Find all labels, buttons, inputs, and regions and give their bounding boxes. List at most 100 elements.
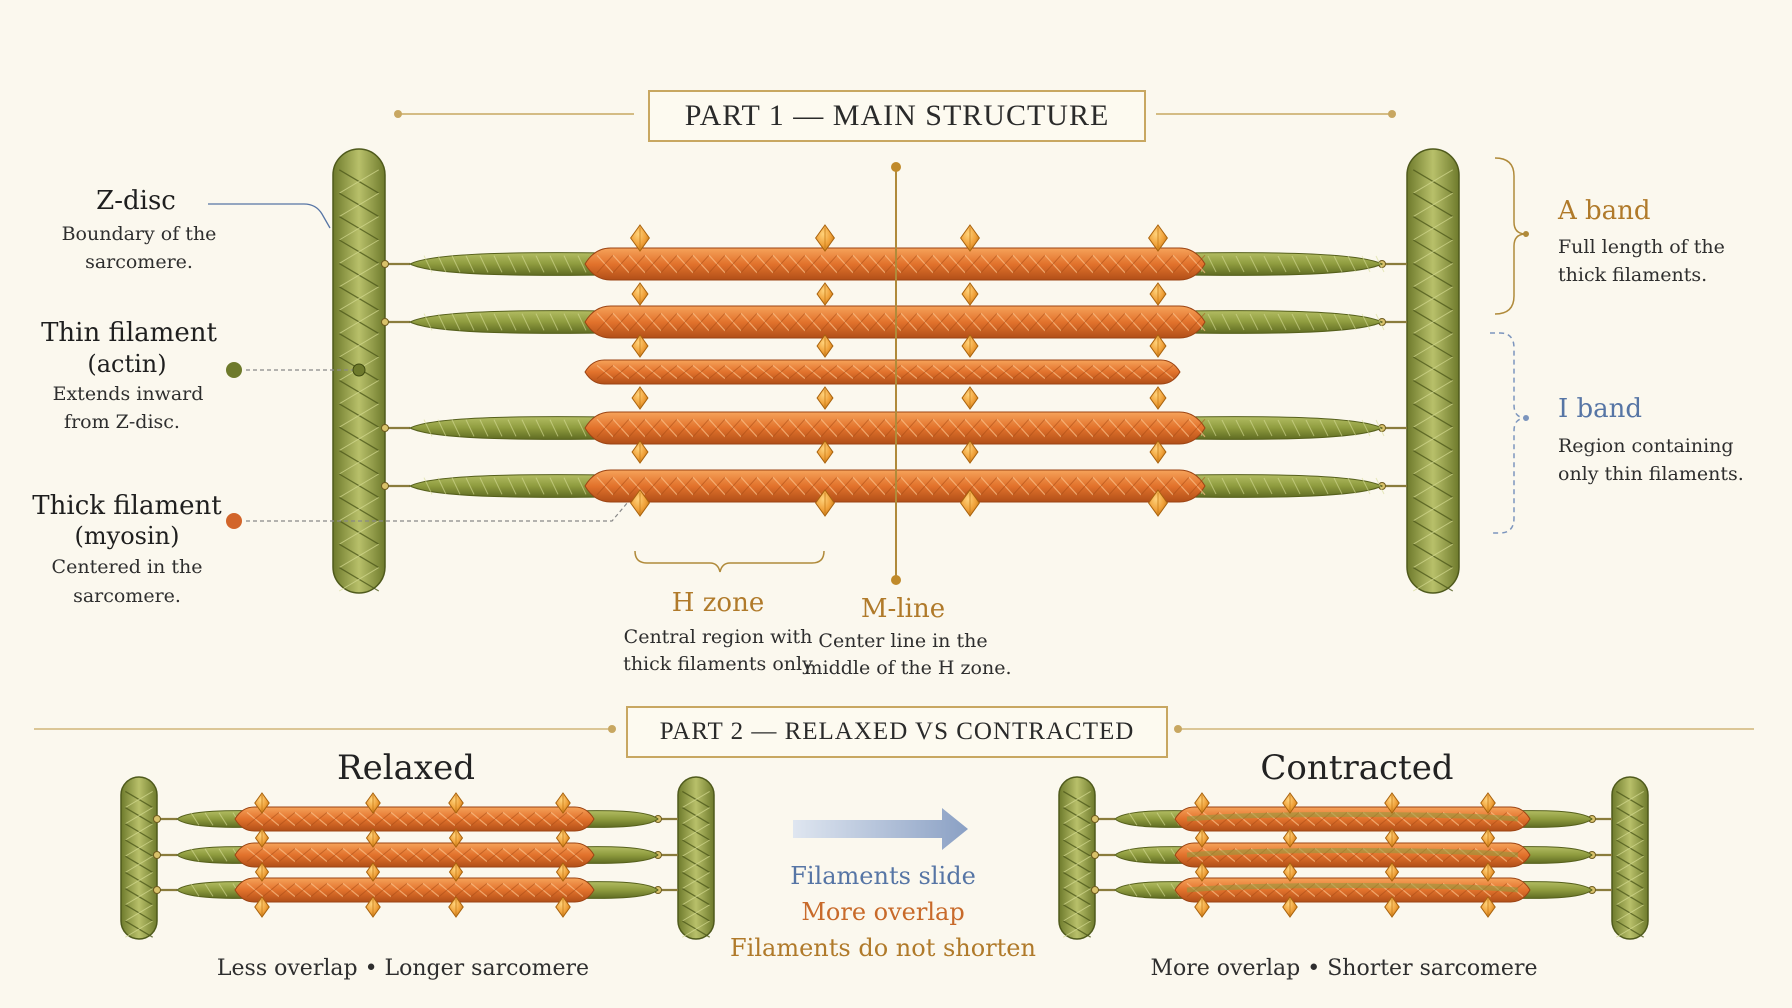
actin-strand: [549, 313, 559, 331]
myosin-strand: [644, 418, 662, 438]
actin-overlap: [1186, 883, 1519, 893]
actin-overlap: [1186, 812, 1519, 822]
myosin-strand: [1124, 312, 1142, 332]
myosin-strand: [470, 812, 488, 826]
actin-strand: [1347, 419, 1357, 437]
myosin-strand: [1012, 418, 1030, 438]
myosin-strand: [1172, 476, 1190, 496]
myosin-strand: [1458, 848, 1476, 862]
myosin-strand: [724, 476, 742, 496]
actin-strand: [535, 313, 545, 331]
z-disc-leader: [208, 203, 331, 229]
z-disc-strand: [1412, 543, 1454, 569]
connector-knob: [153, 815, 161, 823]
thick-filament: [1174, 842, 1531, 868]
myosin-strand: [916, 476, 934, 496]
myosin-strand: [900, 254, 918, 274]
myosin-strand: [964, 418, 982, 438]
actin-strand: [1291, 255, 1301, 273]
myosin-strand: [692, 254, 710, 274]
myosin-strand: [1156, 312, 1174, 332]
myosin-strand: [900, 365, 918, 379]
z-disc-strand: [682, 839, 710, 857]
z-disc-strand: [1412, 309, 1454, 335]
myosin-strand: [868, 312, 886, 332]
myosin-strand: [692, 418, 710, 438]
actin-strand: [507, 255, 517, 273]
z-disc: [677, 776, 715, 940]
z-disc-strand: [1412, 520, 1454, 545]
myosin-strand: [358, 848, 376, 862]
thick-filament-subtitle: (myosin): [74, 522, 180, 550]
actin-strand: [1277, 477, 1287, 495]
z-disc-strand: [338, 426, 380, 452]
actin-strand: [1305, 255, 1315, 273]
h-zone-desc-1: Central region with: [623, 626, 813, 648]
actin-strand: [563, 477, 573, 495]
z-disc-strand: [338, 473, 380, 498]
h-zone-title: H zone: [671, 588, 765, 618]
myosin-strand: [996, 476, 1014, 496]
myosin-strand: [724, 418, 742, 438]
myosin-strand: [342, 812, 360, 826]
myosin-strand: [262, 883, 280, 897]
myosin-strand: [406, 883, 424, 897]
myosin-strand: [932, 476, 950, 496]
actin-strand: [577, 255, 587, 273]
myosin-strand: [1060, 365, 1078, 379]
z-disc-strand: [125, 888, 153, 906]
actin-strand: [1207, 477, 1217, 495]
actin-strand: [1319, 477, 1329, 495]
z-disc-strand: [125, 855, 153, 873]
m-line-title: M-line: [860, 594, 946, 624]
myosin-heads: [254, 224, 1496, 918]
z-disc-strand: [125, 823, 153, 841]
myosin-strand: [676, 418, 694, 438]
myosin-strand: [1028, 365, 1046, 379]
myosin-strand: [932, 254, 950, 274]
z-disc-strand: [125, 920, 153, 938]
actin-strand: [493, 419, 503, 437]
myosin-strand: [1108, 365, 1126, 379]
z-disc-strand: [1412, 426, 1454, 452]
actin-strand: [451, 419, 461, 437]
myosin-strand: [596, 254, 614, 274]
actin-strand: [493, 477, 503, 495]
actin-strand: [1142, 812, 1152, 826]
myosin-strand: [390, 883, 408, 897]
myosin-strand: [246, 848, 264, 862]
myosin-strand: [676, 312, 694, 332]
actin-strand: [479, 477, 489, 495]
z-disc-strand: [1616, 855, 1644, 873]
myosin-strand: [454, 883, 472, 897]
myosin-strand: [486, 848, 504, 862]
myosin-strand: [1076, 476, 1094, 496]
myosin-strand: [916, 254, 934, 274]
myosin-strand: [1060, 418, 1078, 438]
myosin-strand: [1076, 418, 1094, 438]
myosin-strand: [1188, 312, 1206, 332]
myosin-strand: [996, 365, 1014, 379]
z-disc-strand: [338, 379, 380, 405]
contracted-title: Contracted: [1260, 748, 1454, 788]
z-disc-strand: [1616, 790, 1644, 809]
myosin-strand: [1076, 312, 1094, 332]
actin-strand: [1142, 883, 1152, 897]
actin-strand: [1221, 313, 1231, 331]
myosin-strand: [1044, 476, 1062, 496]
thin-filament-marker: [226, 362, 242, 378]
thick-filament: [1174, 877, 1531, 903]
myosin-strand: [980, 365, 998, 379]
myosin-strand: [740, 476, 758, 496]
thin-filament-target: [352, 363, 366, 377]
myosin-strand: [676, 476, 694, 496]
myosin-strand: [964, 312, 982, 332]
actin-strand: [1249, 313, 1259, 331]
myosin-strand: [804, 254, 822, 274]
myosin-strand: [884, 418, 902, 438]
actin-strand: [1235, 255, 1245, 273]
myosin-strand: [852, 312, 870, 332]
myosin-strand: [916, 418, 934, 438]
myosin-strand: [772, 312, 790, 332]
myosin-strand: [1124, 418, 1142, 438]
